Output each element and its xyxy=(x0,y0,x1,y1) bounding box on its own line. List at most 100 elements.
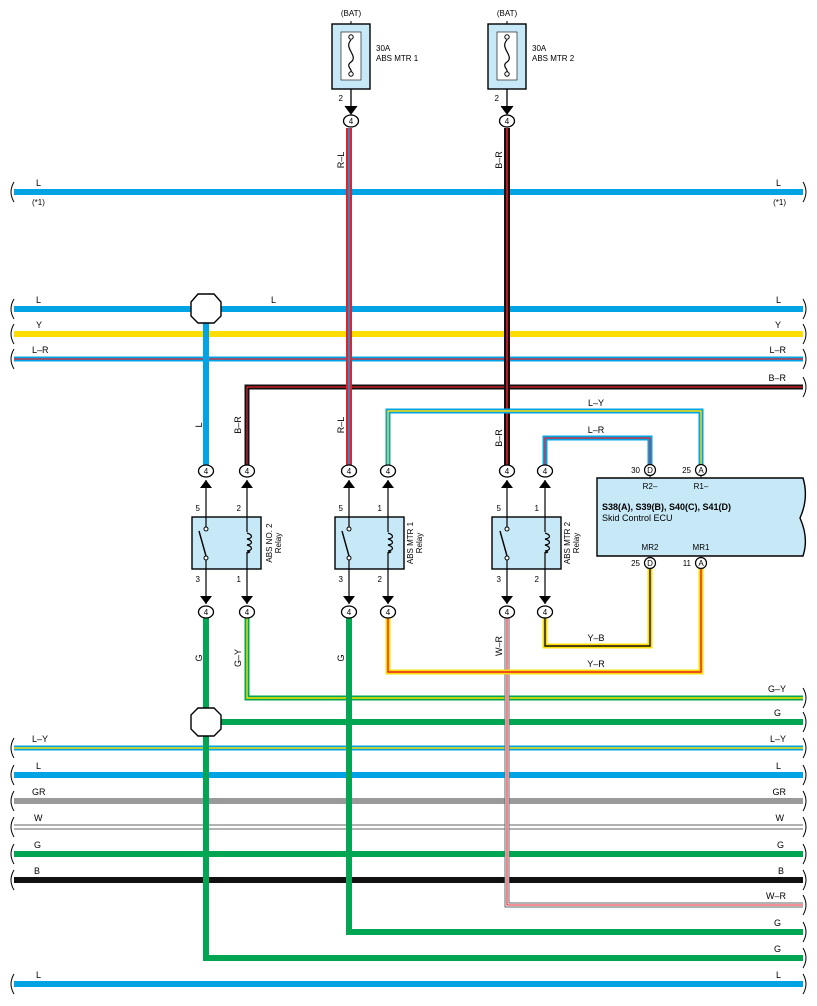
relay1-out3-label: G xyxy=(336,654,346,661)
relay2-conn-top-a: 4 xyxy=(347,467,352,476)
relay2-pin1: 1 xyxy=(378,504,383,513)
skid-control-ecu: D A 30 25 R2– R1– S38(A), S39(B), S40(C)… xyxy=(596,463,807,570)
relay1-conn-bot-a: 4 xyxy=(204,608,209,617)
relay1-in5-label: R–L xyxy=(336,417,346,434)
relay1-type: Relay xyxy=(274,533,283,553)
relay1-pin5: 5 xyxy=(196,504,201,513)
fuse-abs-mtr-1: (BAT) 30A ABS MTR 1 2 xyxy=(331,9,419,115)
relay3-in5-label: B–R xyxy=(494,429,504,447)
relay1-pin3: 3 xyxy=(196,575,201,584)
fuse1-name: ABS MTR 1 xyxy=(376,54,419,63)
relay-connectors: 4 4 4 4 4 4 4 4 4 4 4 4 xyxy=(197,464,554,619)
relay2-pin3: 3 xyxy=(339,575,344,584)
relay2-pin2: 2 xyxy=(378,575,383,584)
ecu-subtitle: Skid Control ECU xyxy=(602,513,673,523)
relay1-name: ABS NO. 2 xyxy=(265,523,274,563)
ecu-mr2-num: 25 xyxy=(631,559,640,568)
ecu-mr1-conn: A xyxy=(698,559,704,568)
bus-gy xyxy=(244,616,803,701)
fuse2-connector: 4 xyxy=(505,117,510,126)
ecu-r2-name: R2– xyxy=(643,482,658,491)
line-end-brackets xyxy=(10,181,807,995)
bus-g2-right: G xyxy=(774,918,781,928)
fuse2-source: (BAT) xyxy=(497,9,518,18)
ecu-mr1-num: 11 xyxy=(683,559,692,568)
relay1-conn-bot-b: 4 xyxy=(245,608,250,617)
bus-ly-left: L–Y xyxy=(32,734,48,744)
bus-ly-right: L–Y xyxy=(770,734,786,744)
ecu-mr2-conn: D xyxy=(647,559,653,568)
relay3-pin2: 2 xyxy=(535,575,540,584)
bus-w-right: W xyxy=(776,813,785,823)
fuse2-name: ABS MTR 2 xyxy=(532,54,575,63)
relay2-pin5: 5 xyxy=(339,504,344,513)
relay3-name: ABS MTR 2 xyxy=(563,521,572,564)
fuse1-source: (BAT) xyxy=(341,9,362,18)
relay3-conn-top-b: 4 xyxy=(543,467,548,476)
relay3-type: Relay xyxy=(572,533,581,553)
relay2-in5-label: L xyxy=(194,422,204,427)
bus-lr-right: L–R xyxy=(769,345,786,355)
relay-abs-no-2: 5 2 3 1 ABS NO. 2 Relay xyxy=(191,480,283,604)
relay3-pin1: 1 xyxy=(535,504,540,513)
bus-br-mid xyxy=(244,384,803,466)
relay2-conn-top-b: 4 xyxy=(386,467,391,476)
ecu-r1-num: 25 xyxy=(682,466,691,475)
relay2-conn-bot-b: 4 xyxy=(386,608,391,617)
bus-l-low-left: L xyxy=(36,761,41,771)
bus-l-top-note-right: (*1) xyxy=(773,198,786,207)
relay3-conn-top-a: 4 xyxy=(505,467,510,476)
ecu-r1-conn: A xyxy=(698,466,704,475)
fuse2-wire-label: B–R xyxy=(494,151,504,169)
ly-loop-label: L–Y xyxy=(588,398,604,408)
bus-gr-right: GR xyxy=(773,787,787,797)
fuse-icon xyxy=(504,39,510,73)
bus-g1-right: G xyxy=(774,708,781,718)
ecu-r2-num: 30 xyxy=(631,466,640,475)
relay-abs-mtr-1: 5 1 3 2 ABS MTR 1 Relay xyxy=(334,480,424,604)
fuse1-connector: 4 xyxy=(349,117,354,126)
relay3-pin3: 3 xyxy=(497,575,502,584)
fuse1-wire-label: R–L xyxy=(336,152,346,169)
bus-wr-right: W–R xyxy=(766,891,787,901)
bus-g-low-left: G xyxy=(34,840,41,850)
relay2-in2-label: B–R xyxy=(233,416,243,434)
bus-b-left: B xyxy=(34,866,40,876)
vertical-wires xyxy=(203,128,704,675)
junction-bottom xyxy=(190,707,222,737)
yb-loop-label: Y–B xyxy=(587,633,604,643)
ecu-r2-conn: D xyxy=(647,466,653,475)
relay2-name: ABS MTR 1 xyxy=(406,521,415,564)
bus-b-right: B xyxy=(778,866,784,876)
ecu-r1-name: R1– xyxy=(694,482,709,491)
bus-lr-left: L–R xyxy=(32,345,49,355)
bus-br-right: B–R xyxy=(768,373,786,383)
fuse1-rating: 30A xyxy=(376,44,391,53)
ecu-mr1-name: MR1 xyxy=(693,543,710,552)
ecu-title: S38(A), S39(B), S40(C), S41(D) xyxy=(602,502,731,512)
relay1-conn-top-b: 4 xyxy=(245,467,250,476)
relay3-conn-bot-b: 4 xyxy=(543,608,548,617)
bus-l-top-note-left: (*1) xyxy=(32,198,45,207)
fuse1-pin: 2 xyxy=(339,94,344,103)
yr-loop-label: Y–R xyxy=(587,659,605,669)
fuse-abs-mtr-2: (BAT) 30A ABS MTR 2 2 xyxy=(487,9,575,115)
bus-l-top-left: L xyxy=(36,178,41,188)
relay2-conn-bot-a: 4 xyxy=(347,608,352,617)
fuse2-pin: 2 xyxy=(495,94,500,103)
relay1-pin2: 2 xyxy=(237,504,242,513)
relay1-conn-top-a: 4 xyxy=(204,467,209,476)
bus-l-top-right: L xyxy=(776,178,781,188)
bus-lines xyxy=(14,189,803,987)
relay-abs-mtr-2: 5 1 3 2 ABS MTR 2 Relay xyxy=(491,480,581,604)
fuse2-rating: 30A xyxy=(532,44,547,53)
junction-top xyxy=(190,293,222,324)
bus-g-low-right: G xyxy=(777,840,784,850)
bus-wr-low xyxy=(504,616,803,908)
relay2-out1-label: G–Y xyxy=(233,649,243,667)
fuse-connectors: 4 4 xyxy=(342,114,516,128)
coil-icon xyxy=(544,532,551,554)
relay3-conn-bot-a: 4 xyxy=(505,608,510,617)
bus-l-mid-center: L xyxy=(271,295,276,305)
